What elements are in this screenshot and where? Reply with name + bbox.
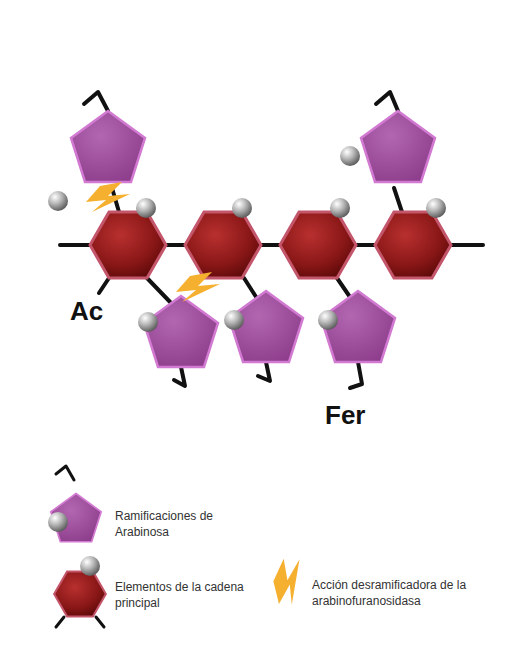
arabinofuranosidase-bolts <box>86 182 220 302</box>
arabinose-pentagons <box>71 111 435 367</box>
glycosidic-bonds <box>60 92 483 388</box>
group-label: Fer <box>325 402 365 428</box>
legend-text: Acción desramificadora de la arabinofura… <box>312 578 492 609</box>
main-chain-hexagons <box>90 212 451 278</box>
legend-text: Elementos de la cadena principal <box>115 580 245 611</box>
legend-text: Ramificaciones de Arabinosa <box>115 509 225 540</box>
legend-samples <box>48 466 316 627</box>
group-label: Ac <box>70 298 103 324</box>
hydroxyl-balls <box>48 146 446 332</box>
